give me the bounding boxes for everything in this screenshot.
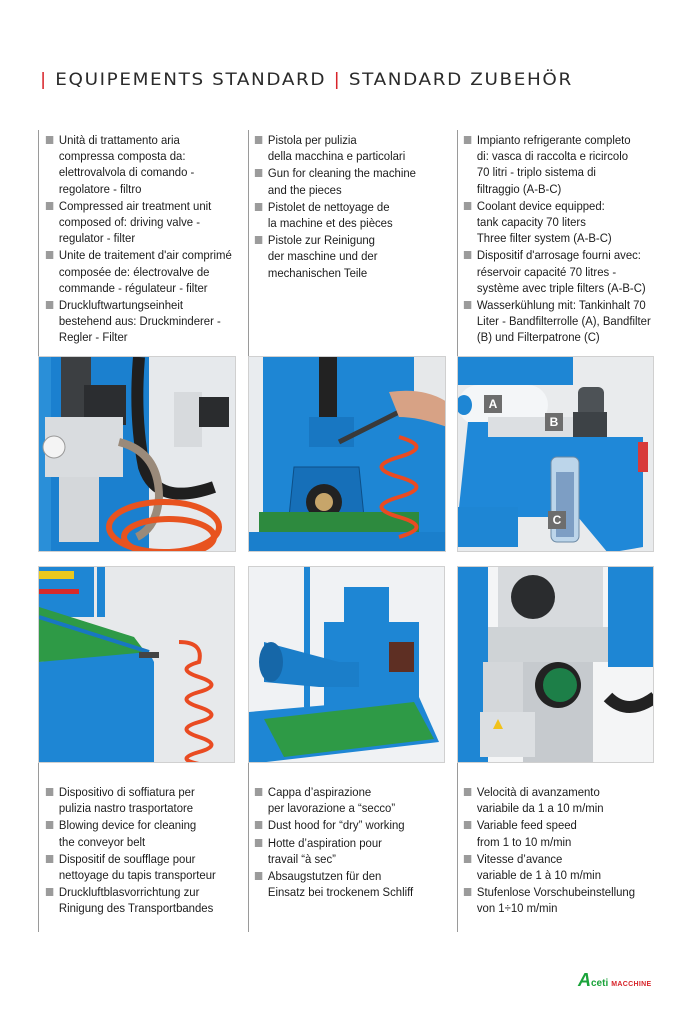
- page-title: | EQUIPEMENTS STANDARD | STANDARD ZUBEHÖ…: [40, 70, 573, 90]
- filter-label-b: B: [545, 413, 563, 431]
- square-bullet-icon: [463, 136, 472, 144]
- filter-label-c: C: [548, 511, 566, 529]
- list-item: Druckluftwartungseinheit bestehend aus: …: [44, 297, 235, 346]
- feature-text-blowing-device: Dispositivo di soffiatura per pulizia na…: [44, 784, 235, 918]
- list-item: Druckluftblasvorrichtung zur Rinigung de…: [44, 884, 235, 916]
- square-bullet-icon: [254, 236, 263, 245]
- title-separator: |: [333, 70, 342, 90]
- square-bullet-icon: [45, 136, 54, 144]
- list-item: Wasserkühlung mit: Tankinhalt 70 Liter -…: [462, 297, 662, 346]
- feed-motor-illustration: [458, 567, 653, 762]
- list-item: Dispositif d'arrosage fourni avec: réser…: [462, 247, 662, 296]
- square-bullet-icon: [254, 821, 263, 830]
- title-de: STANDARD ZUBEHÖR: [348, 70, 573, 90]
- list-item: Vitesse d’avance variable de 1 à 10 m/mi…: [462, 851, 662, 883]
- square-bullet-icon: [45, 821, 54, 830]
- square-bullet-icon: [45, 788, 54, 796]
- photo-air-treatment-unit: [38, 356, 236, 552]
- blowing-device-illustration: [39, 567, 234, 762]
- feature-text-dust-hood: Cappa d’aspirazione per lavorazione a “s…: [253, 784, 444, 901]
- list-item: Cappa d’aspirazione per lavorazione a “s…: [253, 784, 444, 816]
- square-bullet-icon: [45, 888, 54, 897]
- square-bullet-icon: [254, 202, 263, 211]
- feature-text-air-treatment: Unità di trattamento aria compressa comp…: [44, 132, 235, 347]
- square-bullet-icon: [254, 169, 263, 178]
- air-treatment-illustration: [39, 357, 235, 551]
- logo-letter: A: [578, 970, 591, 990]
- column-divider: [248, 130, 249, 356]
- list-item: Stufenlose Vorschubeinstellung von 1÷10 …: [462, 884, 662, 916]
- square-bullet-icon: [254, 136, 263, 144]
- list-item: Unite de traitement d'air comprimé compo…: [44, 247, 235, 296]
- square-bullet-icon: [45, 251, 54, 260]
- square-bullet-icon: [254, 872, 263, 881]
- list-item: Unità di trattamento aria compressa comp…: [44, 132, 235, 197]
- photo-coolant-device: A B C: [457, 356, 654, 552]
- square-bullet-icon: [463, 821, 472, 830]
- list-item: Impianto refrigerante completo di: vasca…: [462, 132, 662, 197]
- square-bullet-icon: [45, 301, 54, 310]
- photo-dust-hood: [248, 566, 445, 763]
- filter-label-a: A: [484, 395, 502, 413]
- list-item: Pistole zur Reinigung der maschine und d…: [253, 232, 444, 281]
- cleaning-gun-illustration: [249, 357, 445, 551]
- logo-name: ceti: [591, 978, 609, 989]
- photo-cleaning-gun: [248, 356, 446, 552]
- feature-text-coolant: Impianto refrigerante completo di: vasca…: [462, 132, 662, 347]
- list-item: Variable feed speed from 1 to 10 m/min: [462, 817, 662, 849]
- feature-text-feed-speed: Velocità di avanzamento variabile da 1 a…: [462, 784, 662, 918]
- square-bullet-icon: [463, 788, 472, 796]
- square-bullet-icon: [254, 838, 263, 847]
- square-bullet-icon: [463, 201, 472, 210]
- list-item: Pistolet de nettoyage de la machine et d…: [253, 199, 444, 231]
- square-bullet-icon: [463, 251, 472, 260]
- list-item: Coolant device equipped: tank capacity 7…: [462, 198, 662, 247]
- square-bullet-icon: [463, 301, 472, 310]
- square-bullet-icon: [463, 854, 472, 863]
- list-item: Velocità di avanzamento variabile da 1 a…: [462, 784, 662, 816]
- column-divider: [248, 762, 249, 932]
- column-divider: [38, 130, 39, 356]
- photo-feed-motor: [457, 566, 654, 763]
- column-divider: [457, 762, 458, 932]
- square-bullet-icon: [45, 854, 54, 863]
- list-item: Absaugstutzen für den Einsatz bei trocke…: [253, 868, 444, 900]
- list-item: Pistola per pulizia della macchina e par…: [253, 132, 444, 164]
- column-divider: [38, 762, 39, 932]
- list-item: Dust hood for “dry” working: [253, 817, 444, 833]
- feature-text-cleaning-gun: Pistola per pulizia della macchina e par…: [253, 132, 444, 282]
- photo-blowing-device: [38, 566, 235, 763]
- square-bullet-icon: [254, 788, 263, 796]
- square-bullet-icon: [463, 888, 472, 897]
- list-item: Compressed air treatment unit composed o…: [44, 198, 235, 247]
- dust-hood-illustration: [249, 567, 444, 762]
- title-fr: EQUIPEMENTS STANDARD: [55, 70, 327, 90]
- logo-suffix: MACCHINE: [611, 981, 652, 988]
- brand-logo: Aceti MACCHINE: [578, 970, 651, 991]
- title-separator: |: [40, 70, 48, 90]
- list-item: Gun for cleaning the machine and the pie…: [253, 165, 444, 197]
- list-item: Dispositivo di soffiatura per pulizia na…: [44, 784, 235, 816]
- list-item: Blowing device for cleaning the conveyor…: [44, 817, 235, 849]
- list-item: Hotte d’aspiration pour travail “à sec”: [253, 835, 444, 867]
- column-divider: [457, 130, 458, 356]
- list-item: Dispositif de soufflage pour nettoyage d…: [44, 851, 235, 883]
- square-bullet-icon: [45, 201, 54, 210]
